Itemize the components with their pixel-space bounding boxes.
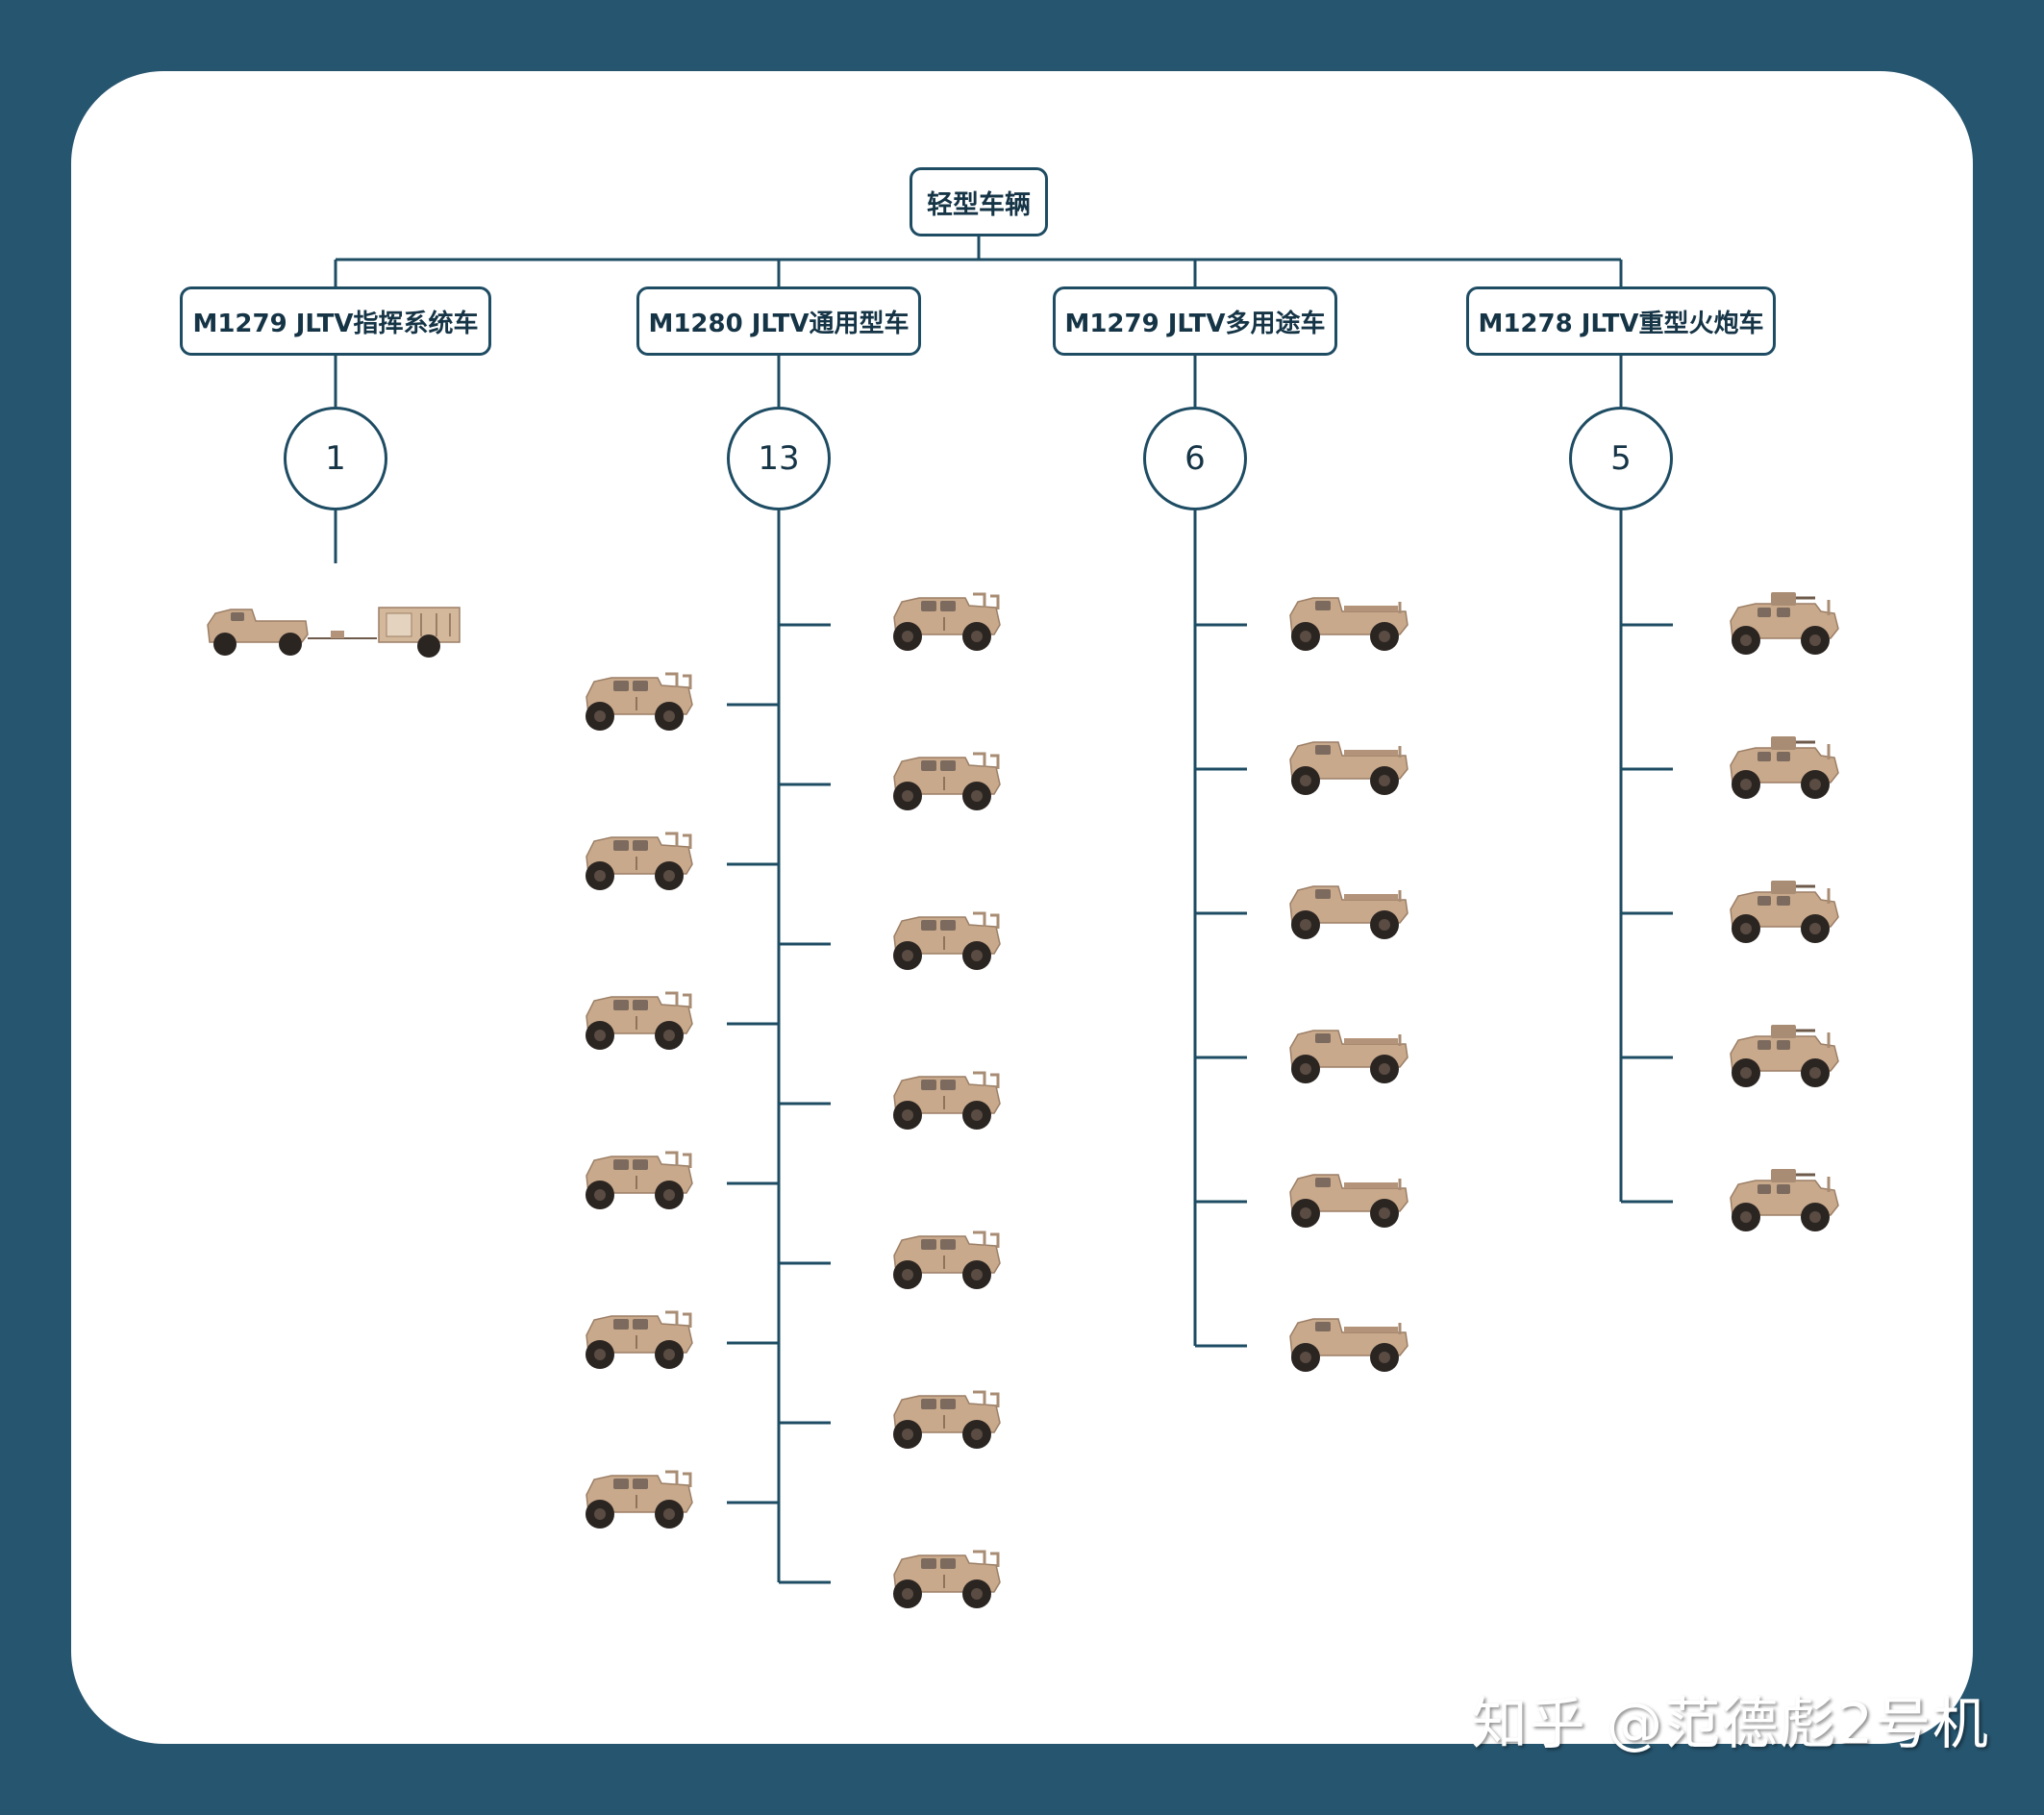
- vehicle-icon-general: [584, 1151, 694, 1211]
- vehicle-icon-general: [891, 1071, 1002, 1131]
- count-circle-2: 13: [727, 407, 831, 510]
- vehicle-icon-heavy-guns: [1729, 879, 1840, 945]
- vehicle-icon-utility: [1288, 740, 1409, 797]
- vehicle-icon-heavy-guns: [1729, 1023, 1840, 1089]
- vehicle-icon-general: [891, 911, 1002, 972]
- root-node: 轻型车辆: [910, 167, 1048, 236]
- vehicle-icon-general: [584, 1310, 694, 1371]
- vehicle-icon-utility: [1288, 1029, 1409, 1085]
- vehicle-icon-general: [891, 592, 1002, 653]
- watermark: 知乎 @范德彪2号机: [1471, 1691, 1990, 1756]
- category-node-3: M1279 JLTV多用途车: [1053, 286, 1337, 356]
- vehicle-icon-command: [207, 607, 461, 659]
- category-node-2: M1280 JLTV通用型车: [636, 286, 921, 356]
- vehicle-icon-general: [891, 1390, 1002, 1451]
- category-node-4: M1278 JLTV重型火炮车: [1466, 286, 1776, 356]
- vehicle-icon-utility: [1288, 1317, 1409, 1374]
- count-circle-1: 1: [284, 407, 387, 510]
- count-circle-3: 6: [1143, 407, 1247, 510]
- vehicle-icon-heavy-guns: [1729, 1167, 1840, 1233]
- vehicle-icon-heavy-guns: [1729, 734, 1840, 801]
- vehicle-icon-general: [584, 1470, 694, 1530]
- vehicle-icon-heavy-guns: [1729, 590, 1840, 657]
- vehicle-icon-utility: [1288, 884, 1409, 941]
- vehicle-icon-general: [584, 832, 694, 892]
- count-circle-4: 5: [1569, 407, 1673, 510]
- category-node-1: M1279 JLTV指挥系统车: [180, 286, 491, 356]
- vehicle-icon-utility: [1288, 1173, 1409, 1230]
- vehicle-icon-general: [891, 1231, 1002, 1291]
- vehicle-icon-general: [891, 1550, 1002, 1610]
- vehicle-icon-general: [891, 752, 1002, 812]
- vehicle-icon-general: [584, 672, 694, 733]
- vehicle-icon-utility: [1288, 596, 1409, 653]
- vehicle-icon-general: [584, 991, 694, 1052]
